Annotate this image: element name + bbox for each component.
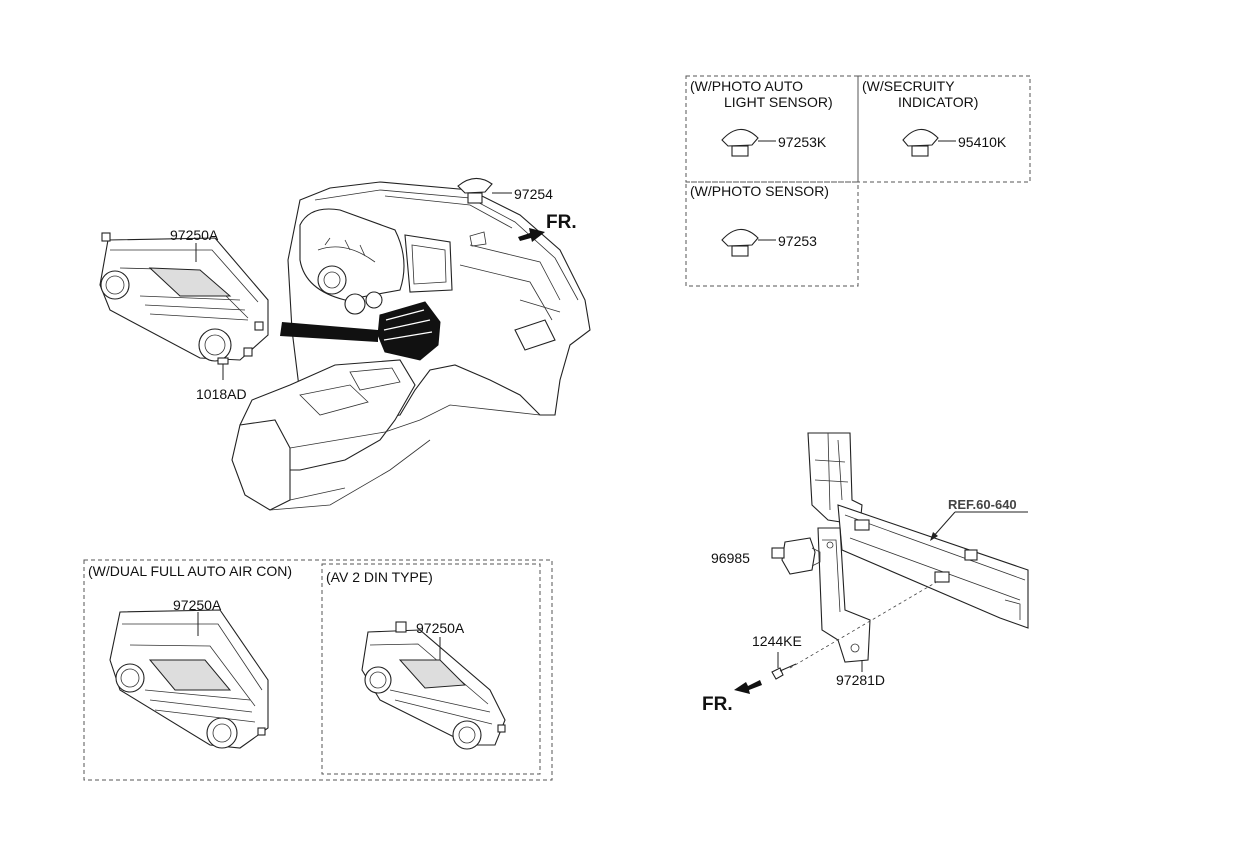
dashboard-illustration: [231, 181, 591, 511]
box-title-photo-auto: (W/PHOTO AUTO: [690, 78, 803, 94]
part-label-96985: 96985: [711, 550, 750, 566]
box-title-security-line2: INDICATOR): [898, 94, 978, 110]
indicator-95410k: 95410K: [902, 128, 1007, 157]
reference-label: REF.60-640: [948, 497, 1017, 512]
box-title-dual-full-auto: (W/DUAL FULL AUTO AIR CON): [88, 563, 292, 579]
box-title-photo-auto-line2: LIGHT SENSOR): [724, 94, 833, 110]
part-label-97253: 97253: [778, 233, 817, 249]
box-title-security: (W/SECRUITY: [862, 78, 955, 94]
fr-label-bottom: FR.: [702, 694, 733, 715]
part-label-97253k: 97253K: [778, 134, 827, 150]
front-direction-top: FR.: [518, 212, 577, 242]
climate-controller-dual: 97250A: [109, 597, 269, 749]
part-label-97250a-main: 97250A: [170, 227, 219, 243]
box-title-av-2din: (AV 2 DIN TYPE): [326, 569, 433, 585]
box-title-photo-sensor: (W/PHOTO SENSOR): [690, 183, 829, 199]
front-direction-bottom: FR.: [702, 680, 762, 715]
part-label-97250a-dual: 97250A: [173, 597, 222, 613]
part-label-1244ke: 1244KE: [752, 633, 802, 649]
part-label-1018ad: 1018AD: [196, 386, 247, 402]
screw-1018ad: 1018AD: [196, 357, 247, 402]
climate-controller-main: 97250A: [99, 227, 269, 362]
controller-options-group: (W/DUAL FULL AUTO AIR CON) (AV 2 DIN TYP…: [83, 559, 553, 781]
part-label-95410k: 95410K: [958, 134, 1007, 150]
sensor-97254: 97254: [457, 177, 553, 204]
sensor-options-group: (W/PHOTO AUTO LIGHT SENSOR) (W/SECRUITY …: [685, 75, 1031, 287]
part-label-97250a-av: 97250A: [416, 620, 465, 636]
part-label-97281d: 97281D: [836, 672, 885, 688]
sensor-97253k: 97253K: [721, 128, 827, 157]
climate-controller-av: 97250A: [361, 620, 506, 750]
sensor-97253: 97253: [721, 228, 817, 257]
part-label-97254: 97254: [514, 186, 553, 202]
fr-label-top: FR.: [546, 212, 577, 233]
bracket-assembly: REF.60-640 97281D 96985 1244KE: [711, 432, 1029, 688]
